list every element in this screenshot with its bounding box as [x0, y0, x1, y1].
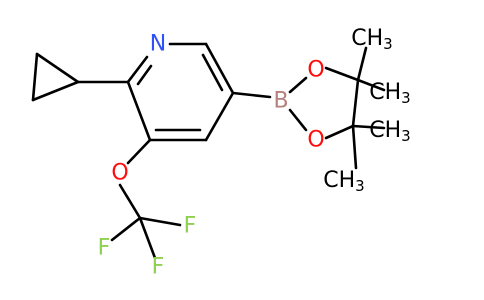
bond-c6-c5-inner: [201, 53, 224, 92]
bond-me4: [351, 124, 358, 170]
bond-c6-c5: [204, 42, 235, 95]
bond-o-cf3: [118, 183, 142, 220]
bond-cp-b: [31, 52, 39, 102]
bond-me2: [356, 78, 386, 92]
methyl-label-4-text: CH: [323, 168, 355, 193]
bond-c3-c2: [126, 80, 152, 142]
bonds: [31, 42, 386, 260]
bond-c2-n1-inner: [136, 64, 153, 86]
bond-b-o-bot: [288, 108, 308, 132]
bond-cf3-f-left: [110, 216, 142, 242]
methyl-label-2: CH3: [369, 80, 410, 108]
bond-cf3-f-bottom: [138, 216, 157, 260]
methyl-label-2-text: CH: [369, 80, 401, 105]
bond-cf3-f-right: [138, 216, 182, 227]
methyl-label-1: CH3: [351, 26, 392, 54]
bond-c5-c4: [204, 91, 235, 142]
bond-cp-a: [31, 80, 80, 102]
atom-nitrogen: N: [150, 32, 166, 57]
methyl-label-3: CH3: [369, 118, 410, 146]
bond-c5-b: [231, 91, 272, 99]
bond-o-bot-c: [324, 124, 355, 140]
methyl-label-3-sub: 3: [401, 127, 411, 145]
methyl-label-1-sub: 3: [383, 35, 393, 53]
bond-me3: [351, 124, 386, 130]
bond-o-top-c: [324, 66, 360, 82]
atom-boron: B: [273, 89, 288, 114]
atom-oxygen-top: O: [307, 58, 324, 83]
atom-oxygen-ether: O: [111, 161, 128, 186]
atom-oxygen-bottom: O: [307, 128, 324, 153]
bond-me1: [356, 46, 368, 82]
methyl-label-4: CH3: [323, 168, 364, 196]
bond-c2-n1: [126, 55, 149, 84]
methyl-label-2-sub: 3: [401, 89, 411, 107]
atom-labels: N B O O O F F F CH3 CH3 CH3 CH3: [98, 26, 411, 280]
bond-c3-o: [126, 138, 152, 165]
bond-b-o-top: [288, 76, 308, 94]
atom-fluorine-left: F: [98, 236, 111, 261]
methyl-label-4-sub: 3: [355, 177, 365, 195]
methyl-label-1-text: CH: [351, 26, 383, 51]
methyl-label-3-text: CH: [369, 118, 401, 143]
atom-fluorine-right: F: [184, 214, 197, 239]
bond-c-c: [351, 78, 360, 128]
bond-cp-c: [35, 52, 80, 84]
atom-fluorine-bottom: F: [152, 255, 165, 280]
